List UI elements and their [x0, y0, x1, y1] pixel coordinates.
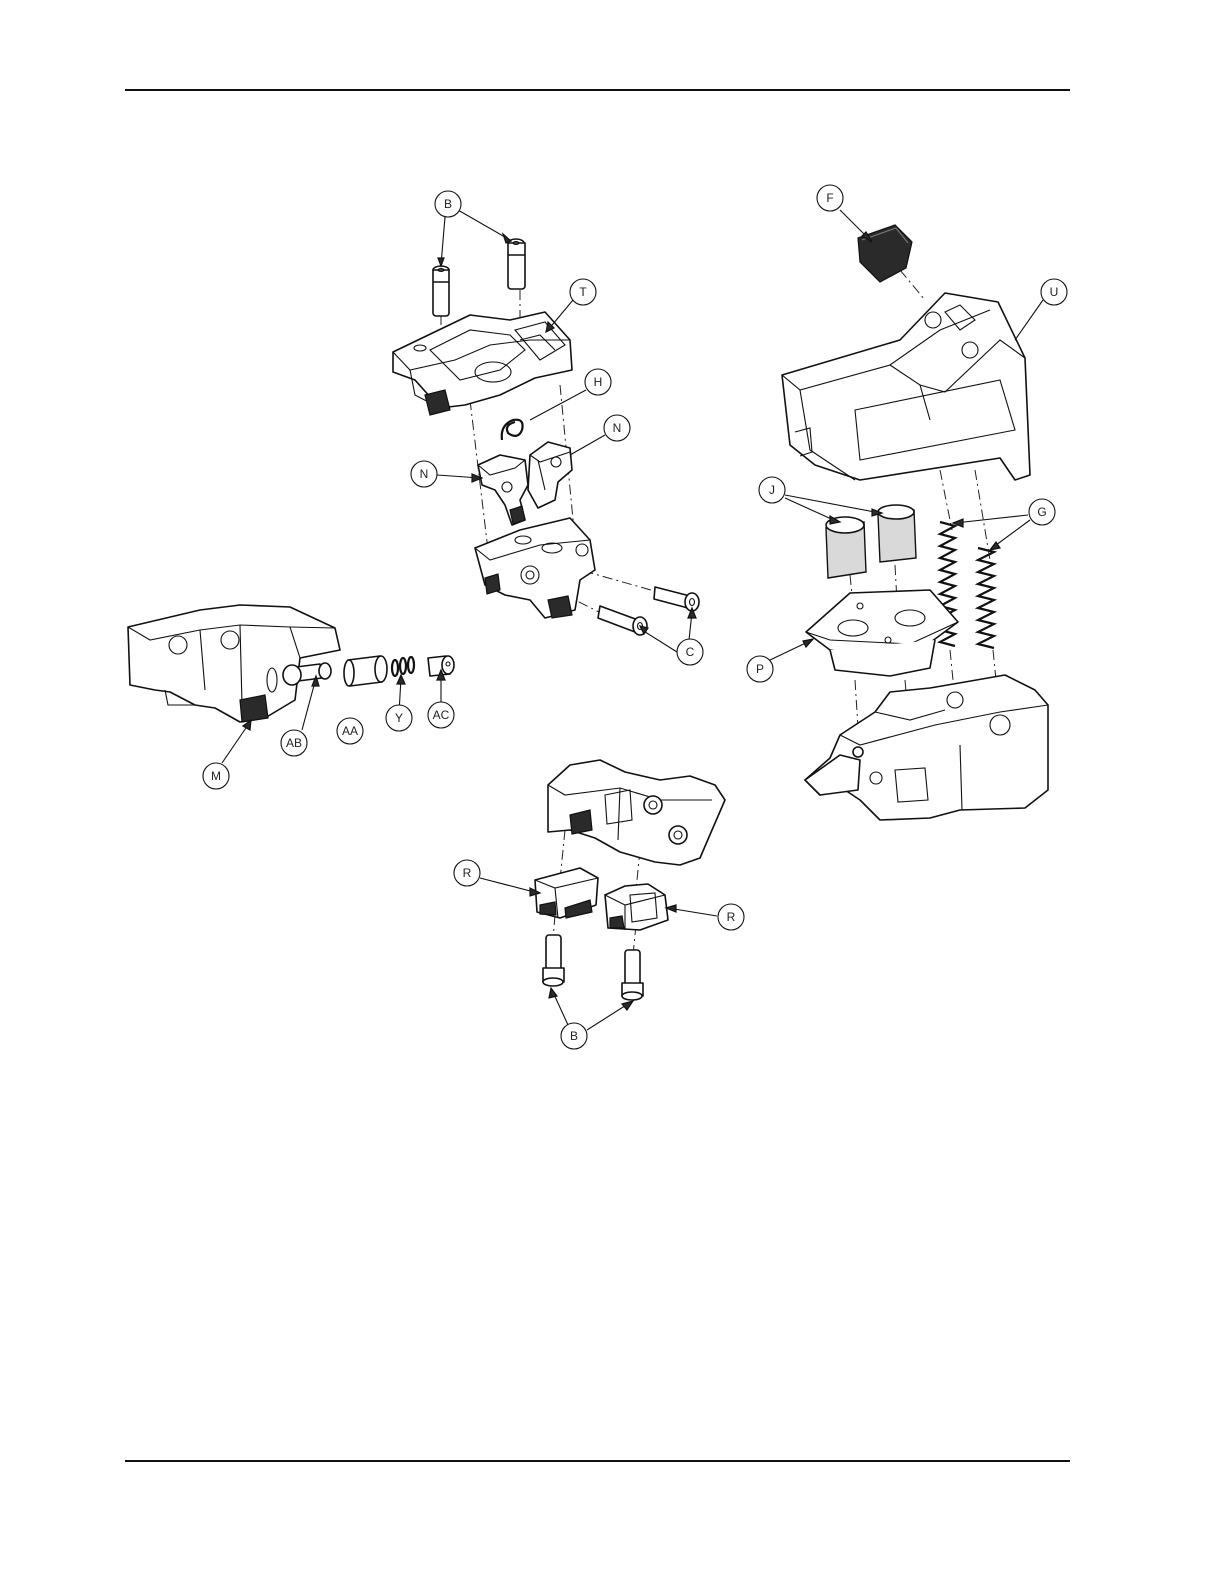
- callout-h: H: [585, 369, 611, 395]
- plunger-ab: [283, 663, 331, 685]
- bushing-j-left: [826, 517, 866, 578]
- callout-ac: AC: [428, 702, 454, 728]
- pad-r-right: [605, 884, 668, 930]
- pad-r-left: [535, 868, 598, 918]
- bolt-b-left: [433, 266, 449, 316]
- svg-text:AC: AC: [433, 708, 450, 722]
- svg-text:P: P: [756, 662, 764, 676]
- svg-text:R: R: [727, 910, 736, 924]
- right-cover-assembly: [782, 225, 1048, 820]
- plate-p: [806, 590, 958, 676]
- spring-y: [392, 657, 414, 676]
- svg-text:AA: AA: [342, 724, 358, 738]
- cover-u: [782, 293, 1030, 480]
- latch-body-bottom: [548, 760, 725, 865]
- callout-p: P: [747, 656, 773, 682]
- sleeve-aa: [344, 656, 387, 686]
- callout-j: J: [759, 477, 785, 503]
- pawl-n-left: [478, 455, 528, 525]
- callout-r-left: R: [454, 860, 480, 886]
- bottom-body-assembly: [535, 760, 725, 1000]
- svg-text:M: M: [211, 769, 221, 783]
- svg-text:G: G: [1037, 505, 1046, 519]
- callout-n-left: N: [411, 461, 437, 487]
- svg-text:N: N: [420, 467, 429, 481]
- svg-text:F: F: [826, 191, 833, 205]
- callout-ab: AB: [281, 730, 307, 756]
- callout-c: C: [677, 639, 703, 665]
- top-block-assembly: [393, 239, 699, 635]
- svg-text:U: U: [1050, 285, 1059, 299]
- callout-t: T: [570, 279, 596, 305]
- pin-c-lower: [598, 606, 647, 635]
- svg-text:Y: Y: [395, 711, 403, 725]
- bolt-b-right: [508, 239, 525, 289]
- left-latch-assembly: [128, 605, 454, 722]
- callout-b-top: B: [435, 191, 461, 217]
- pawl-n-right: [528, 442, 572, 508]
- bolt-b-bottom-left: [543, 935, 564, 986]
- svg-text:AB: AB: [286, 736, 302, 750]
- bushing-j-right: [878, 505, 916, 562]
- bolt-b-bottom-right: [622, 950, 643, 1000]
- svg-text:C: C: [686, 645, 695, 659]
- housing-m: [128, 605, 340, 722]
- block-t: [393, 312, 572, 415]
- svg-text:B: B: [570, 1029, 578, 1043]
- svg-text:R: R: [463, 866, 472, 880]
- callout-m: M: [203, 763, 229, 789]
- callout-y: Y: [386, 705, 412, 731]
- callout-n-right: N: [604, 415, 630, 441]
- callout-u: U: [1041, 279, 1067, 305]
- svg-text:J: J: [769, 483, 775, 497]
- svg-text:H: H: [594, 375, 603, 389]
- callout-r-right: R: [718, 904, 744, 930]
- svg-text:T: T: [579, 285, 587, 299]
- svg-text:B: B: [444, 197, 452, 211]
- torsion-spring-h: [502, 420, 523, 440]
- callout-f: F: [817, 185, 843, 211]
- svg-text:N: N: [613, 421, 622, 435]
- callout-g: G: [1029, 499, 1055, 525]
- spring-g-right: [978, 548, 994, 648]
- callout-b-bottom: B: [561, 1023, 587, 1049]
- latch-base-right: [805, 675, 1048, 820]
- callout-aa: AA: [337, 718, 363, 744]
- latch-body-center: [475, 518, 595, 618]
